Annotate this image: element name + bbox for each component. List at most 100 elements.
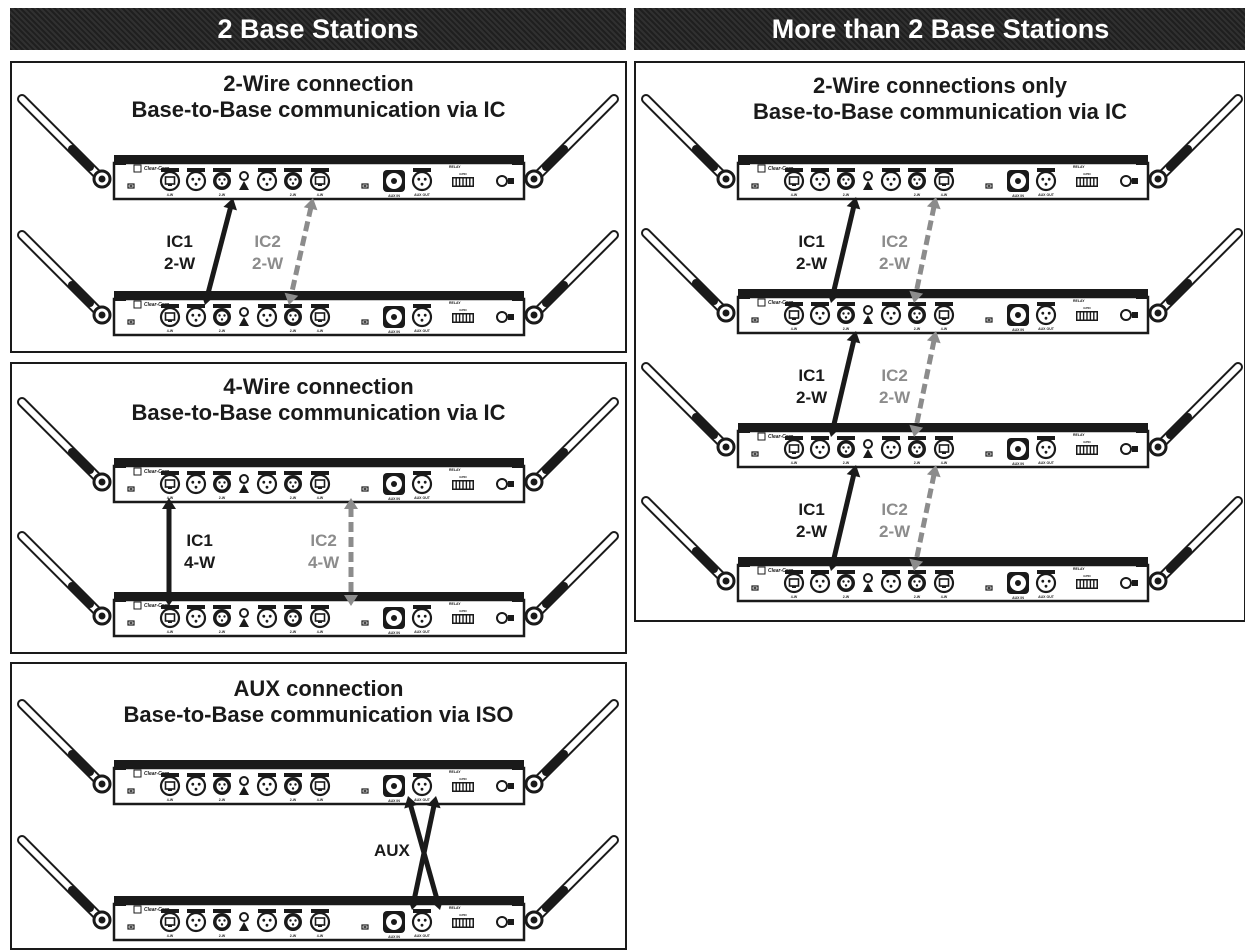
port-clip [168, 925, 172, 927]
title-line-1: 2-Wire connections only [812, 73, 1068, 98]
rack-ear [738, 294, 750, 299]
chassis-top [738, 155, 1148, 163]
connector-tab [213, 773, 231, 777]
ground-post-icon [496, 311, 514, 323]
chassis-top [738, 557, 1148, 565]
jack-body [863, 583, 873, 592]
connector-pin [886, 579, 890, 583]
rj45-port-icon: 4-W [783, 302, 805, 331]
link-label-line: IC1 [798, 366, 825, 385]
antenna-icon [641, 94, 736, 189]
connector-tab [837, 168, 855, 172]
connector-tab [284, 471, 302, 475]
port-label: AUX OUT [414, 934, 431, 938]
xlr-female-connector-icon: 2-W [284, 773, 302, 802]
connector-pin [1041, 311, 1045, 315]
combo-jack-icon: AUX IN [1007, 438, 1029, 466]
port-label: 4-W [167, 329, 174, 333]
port-label: AUX IN [388, 799, 400, 803]
gpio-pin [470, 314, 473, 322]
port-label: 4-W [167, 798, 174, 802]
connector-pin [262, 782, 266, 786]
xlr-connector-icon [256, 304, 278, 328]
arrow-shaft [913, 339, 937, 429]
connector-pin [197, 614, 201, 618]
connector-tab [258, 909, 276, 913]
xlr-female-connector-icon: 2-W [213, 304, 231, 333]
relay-label: RELAY [1073, 299, 1085, 303]
jack-ring [863, 439, 873, 449]
port-socket [314, 479, 326, 488]
connector-ring [880, 304, 902, 326]
port-label: 2-W [219, 934, 226, 938]
connector-pin [847, 178, 850, 181]
antenna-collar [542, 750, 568, 776]
gpio-block-icon: GPIO [452, 308, 474, 323]
port-label: AUX OUT [414, 193, 431, 197]
post-tab [1132, 312, 1138, 318]
rj45-port-icon: 4-W [159, 168, 181, 197]
title-line-1: 4-Wire connection [223, 374, 414, 399]
connector-face [911, 577, 923, 589]
connector-tab [284, 605, 302, 609]
indicator-icon [361, 788, 369, 794]
gpio-pin [453, 314, 456, 322]
connector-pin [1044, 450, 1048, 454]
gpio-pin [453, 481, 456, 489]
xlr-connector-icon [256, 168, 278, 192]
port-label: GPIO [459, 172, 467, 176]
gpio-pin [453, 178, 456, 186]
connector-face [840, 309, 852, 321]
gpio-block-icon: GPIO [452, 777, 474, 792]
post-ring [496, 780, 508, 792]
gpio-pin [1094, 446, 1097, 454]
connector-pin [291, 182, 295, 185]
combo-center [391, 615, 397, 621]
connector-pin [842, 580, 845, 583]
connector-pin [815, 311, 819, 315]
rack-ear [512, 901, 524, 906]
gpio-pin [460, 919, 463, 927]
indicator-icon [985, 451, 993, 457]
post-tab [508, 314, 514, 320]
port-socket [314, 312, 326, 321]
antenna-base-dot [98, 916, 106, 924]
brand-logo: Clear-Com [144, 603, 170, 609]
connector-tab [187, 168, 205, 172]
gpio-pin [467, 783, 470, 791]
connector-ring [411, 306, 433, 328]
combo-jack-icon: AUX IN [383, 473, 405, 501]
port-socket [788, 176, 800, 185]
xlr-connector-icon [185, 909, 207, 933]
connector-pin [821, 579, 825, 583]
connector-tab [311, 909, 329, 913]
rack-ear [1136, 562, 1148, 567]
port-clip [168, 621, 172, 623]
jack-ring [239, 171, 249, 181]
connector-tab [785, 436, 803, 440]
headset-jack-icon [863, 305, 873, 324]
connector-pin [918, 446, 921, 449]
xlr-female-connector-icon: 2-W [284, 168, 302, 197]
xlr-female-connector-icon: 2-W [837, 570, 855, 599]
port-label: 2-W [290, 193, 297, 197]
connector-pin [268, 918, 272, 922]
port-label: AUX IN [1012, 328, 1024, 332]
relay-label: RELAY [449, 165, 461, 169]
antenna-collar [542, 886, 568, 912]
post-ring [1120, 175, 1132, 187]
connector-tab [187, 304, 205, 308]
antenna-collar [1166, 145, 1192, 171]
indicator-lamp [987, 587, 991, 589]
rj45-port-icon: 4-W [933, 168, 955, 197]
jack-ring [239, 307, 249, 317]
connector-tab [161, 168, 179, 172]
jack-ring [863, 305, 873, 315]
gpio-pin [463, 481, 466, 489]
gpio-pin [460, 615, 463, 623]
gpio-pin [456, 919, 459, 927]
chassis-top [114, 760, 524, 768]
connector-tab [1037, 436, 1055, 440]
port-label: AUX OUT [414, 496, 431, 500]
